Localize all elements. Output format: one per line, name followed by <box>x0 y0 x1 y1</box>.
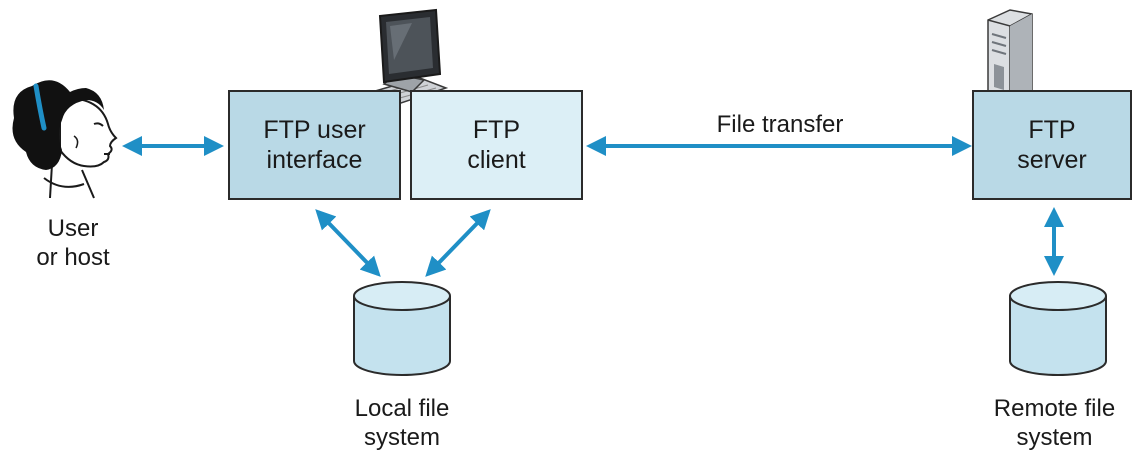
user-label-line2: or host <box>36 244 110 271</box>
file-transfer-label: File transfer <box>716 111 844 138</box>
user-face-icon <box>12 80 118 199</box>
ftp-server-line1: FTP <box>1028 116 1076 144</box>
client-localfs-arrow <box>425 209 491 277</box>
ftp-server-line2: server <box>1017 146 1087 174</box>
local-file-system-label: Local file system <box>322 394 482 452</box>
user-label: User or host <box>18 214 128 272</box>
ftp-client-line1: FTP <box>472 116 521 144</box>
ui-localfs-arrow <box>315 209 381 277</box>
remote-file-system-cylinder <box>1009 281 1107 376</box>
desktop-computer-icon <box>355 8 449 109</box>
remote-file-system-line1: Remote file <box>993 395 1116 422</box>
remote-file-system-line2: system <box>1016 424 1093 451</box>
local-file-system-line2: system <box>363 424 440 451</box>
remote-file-system-label: Remote file system <box>972 394 1137 452</box>
ftp-user-interface-line2: interface <box>266 146 363 174</box>
ftp-client-line2: client <box>467 146 526 174</box>
ftp-user-interface-box: FTP user interface <box>228 90 401 200</box>
server-tower-icon <box>987 9 1033 105</box>
ftp-server-box: FTP server <box>972 90 1132 200</box>
local-file-system-line1: Local file <box>354 395 450 422</box>
ftp-client-box: FTP client <box>410 90 583 200</box>
ftp-user-interface-line1: FTP user <box>263 116 366 144</box>
user-label-line1: User <box>47 215 99 242</box>
local-file-system-cylinder <box>353 281 451 376</box>
